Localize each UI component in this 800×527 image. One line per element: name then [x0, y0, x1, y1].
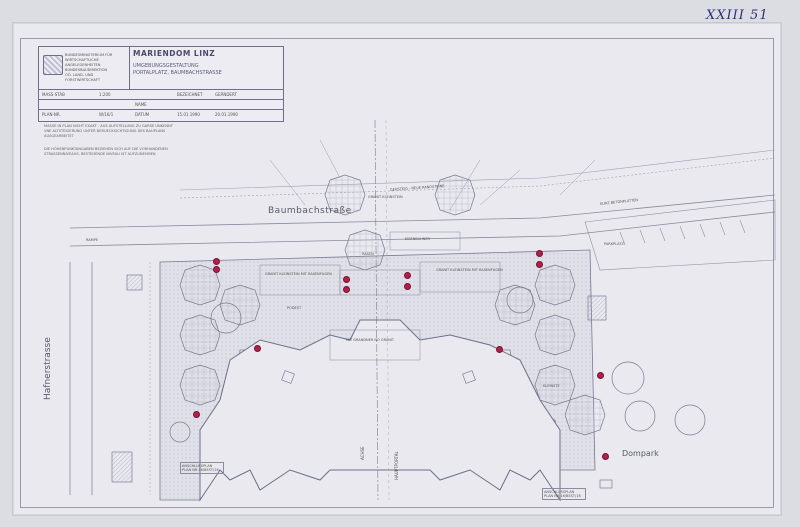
label-achse: ACHSE — [360, 446, 365, 460]
label-baumbachstrasse: Baumbachstraße — [268, 206, 352, 216]
title-row-scale: MASS-STAB 1:200 BEZEICHNET GEÄNDERT — [39, 89, 283, 100]
note-2: DIE HÖHENPUNKTANGABEN BEZIEHEN SICH AUF … — [44, 147, 168, 156]
label-rasen: RASEN — [362, 252, 374, 256]
plan-notes: MASSE IN PLAN NICHT EXAKT - AUS AUFSTELL… — [44, 124, 174, 165]
west-block — [111, 451, 133, 483]
label-anschluss-1: ANSCHLUSSPLAN PLAN NR 16/BEST/16 — [180, 462, 224, 474]
archive-annotation: XXIII 51 — [706, 8, 769, 23]
survey-marker — [343, 286, 350, 293]
label-hafnerstrasse: Hafnerstrasse — [43, 337, 53, 400]
scale-label: MASS-STAB — [42, 92, 65, 97]
date-1: 15.01.1990 — [177, 112, 200, 117]
ministry-header: BUNDESMINISTERIUM FÜR WIRTSCHAFTLICHE AN… — [65, 53, 113, 82]
name-label: NAME — [135, 102, 147, 107]
label-granit-3: GRANIT KLEINSTEIN MIT RASENFUGEN — [436, 268, 503, 272]
subtitle-line-1: UMGEBUNGSGESTALTUNG — [133, 63, 199, 69]
label-hauptportal: HAUPTPORTAL — [394, 451, 399, 480]
tree-beds — [179, 174, 606, 436]
subtitle-line-2: PORTALPLATZ, BAUMBACHSTRASSE — [133, 69, 222, 76]
survey-marker — [597, 372, 604, 379]
geaendert-label: GEÄNDERT — [215, 92, 237, 97]
street-edge-south — [69, 211, 776, 247]
label-parkplatz: PARKPLATZ — [604, 242, 624, 246]
label-anschluss-2: ANSCHLUSSPLAN PLAN NR 16/BEST/16 — [542, 488, 586, 500]
survey-marker — [343, 276, 350, 283]
plan-nr-label: PLAN-NR. — [42, 112, 61, 117]
label-podest: PODEST — [287, 306, 302, 310]
label-dompark: Dompark — [622, 449, 659, 458]
east-block — [587, 295, 607, 321]
project-title: MARIENDOM LINZ — [133, 49, 216, 58]
survey-marker — [193, 411, 200, 418]
note-1: MASSE IN PLAN NICHT EXAKT - AUS AUFSTELL… — [44, 124, 173, 138]
project-subtitle: UMGEBUNGSGESTALTUNG PORTALPLATZ, BAUMBAC… — [133, 63, 222, 76]
survey-marker — [404, 283, 411, 290]
survey-marker — [536, 250, 543, 257]
date-label: DATUM — [135, 112, 150, 117]
drawing-frame — [20, 38, 774, 508]
label-eisenbahner: EISENBAHNER — [405, 237, 430, 241]
label-granit-1: GRANIT KLEINSTEIN — [368, 195, 403, 199]
parking-area — [584, 199, 776, 271]
title-row-plan: PLAN-NR. W/16/1 DATUM 15.01.1990 20.01.1… — [39, 109, 283, 121]
survey-marker — [213, 266, 220, 273]
title-block-logo: BUNDESMINISTERIUM FÜR WIRTSCHAFTLICHE AN… — [39, 47, 130, 90]
title-block: BUNDESMINISTERIUM FÜR WIRTSCHAFTLICHE AN… — [38, 46, 284, 122]
crest-icon — [43, 55, 63, 75]
date-2: 20.01.1990 — [215, 112, 238, 117]
bezeichnet-label: BEZEICHNET — [177, 92, 203, 97]
label-kleinste: KLEINSTE — [543, 384, 560, 388]
cathedral-footprint — [199, 319, 561, 502]
dompark-trees — [169, 286, 706, 443]
plan-nr-value: W/16/1 — [99, 112, 114, 117]
label-granit-4: MIT GRANDNER NO GRANIT — [346, 338, 395, 342]
scale-value: 1:200 — [99, 92, 111, 97]
label-granit-2: GRANIT KLEINSTEIN MIT RASENFUGEN — [265, 272, 332, 276]
survey-marker — [602, 453, 609, 460]
survey-marker — [536, 261, 543, 268]
survey-marker — [404, 272, 411, 279]
title-row-name: NAME — [39, 99, 283, 110]
survey-marker — [254, 345, 261, 352]
kiosk-block — [126, 274, 143, 291]
survey-marker — [496, 346, 503, 353]
survey-marker — [213, 258, 220, 265]
main-axis — [374, 119, 379, 501]
paving-fields — [259, 231, 501, 361]
label-rampe: RAMPE — [86, 238, 99, 242]
street-edge-north — [69, 194, 776, 229]
